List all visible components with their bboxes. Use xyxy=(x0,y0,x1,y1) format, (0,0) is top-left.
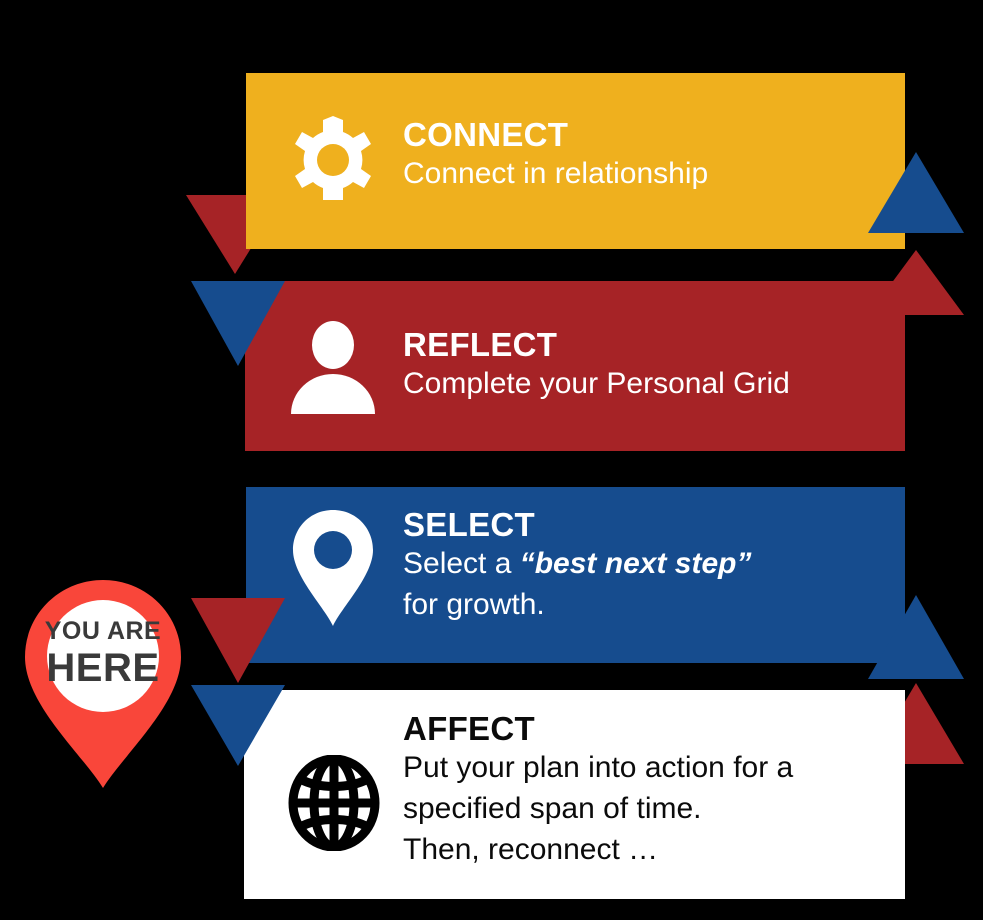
arrow-select-right xyxy=(868,595,964,679)
step-description-reflect: Complete your Personal Grid xyxy=(403,367,790,400)
step-description-affect-line1: Put your plan into action for a xyxy=(403,751,794,784)
step-title-affect: AFFECT xyxy=(403,710,535,747)
gear-icon xyxy=(283,110,383,210)
select-desc-quoted: “best next step” xyxy=(519,547,752,580)
arrow-reflect-left xyxy=(191,281,285,366)
step-text-reflect: REFLECT Complete your Personal Grid xyxy=(403,328,790,402)
arrow-affect-left xyxy=(191,685,285,766)
step-title-connect: CONNECT xyxy=(403,116,569,153)
step-bar-reflect[interactable] xyxy=(245,281,905,451)
step-title-reflect: REFLECT xyxy=(403,326,558,363)
step-text-select: SELECT Select a “best next step” for gro… xyxy=(403,508,751,623)
step-text-connect: CONNECT Connect in relationship xyxy=(403,118,708,192)
step-description-select-line1: Select a “best next step” xyxy=(403,547,751,582)
arrow-select-to-affect-left xyxy=(191,598,285,683)
globe-icon xyxy=(286,755,382,851)
step-description-affect-line2: specified span of time. xyxy=(403,791,702,825)
person-icon xyxy=(283,318,383,418)
step-title-select: SELECT xyxy=(403,506,535,543)
you-are-here-pin[interactable]: YOU ARE HERE xyxy=(22,578,184,790)
step-description-connect: Connect in relationship xyxy=(403,157,709,190)
step-description-affect-line3: Then, reconnect … xyxy=(403,832,659,866)
arrow-connect-right xyxy=(868,152,964,233)
select-desc-prefix: Select a xyxy=(403,547,520,580)
map-pin-icon xyxy=(285,508,381,628)
step-text-affect: AFFECT Put your plan into action for a s… xyxy=(403,712,793,867)
step-description-select-line2: for growth. xyxy=(403,587,545,621)
